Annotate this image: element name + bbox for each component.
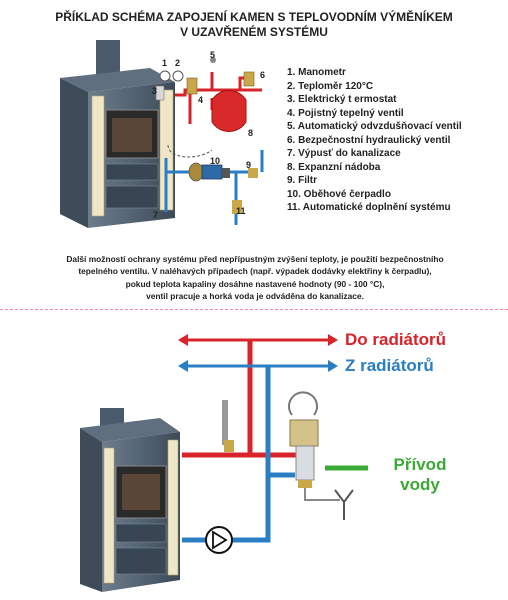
number-3: 3 (152, 86, 158, 96)
upper-components (155, 57, 258, 214)
drain-pipe (304, 488, 340, 501)
legend-item: 6. Bezpečnostní hydraulický ventil (287, 134, 451, 146)
legend-item: 4. Pojistný tepelný ventil (287, 107, 404, 119)
number-7: 7 (153, 210, 159, 220)
legend-item: 3. Elektrický t ermostat (287, 94, 397, 105)
legend-item: 10. Oběhové čerpadlo (287, 188, 391, 200)
lower-cold-pipes (182, 366, 295, 543)
label-from-radiators: Z radiátorů (345, 356, 434, 375)
safety-thermal-valve (222, 391, 319, 488)
number-8: 8 (248, 128, 254, 138)
cold-flow-arrow-line (178, 360, 338, 372)
drain-funnel-icon (334, 489, 354, 520)
number-2: 2 (175, 58, 181, 68)
diagram-title: PŘÍKLAD SCHÉMA ZAPOJENÍ KAMEN S TEPLOVOD… (0, 10, 508, 40)
number-6: 6 (260, 70, 266, 80)
label-to-radiators: Do radiátorů (345, 330, 447, 349)
hot-flow-arrow-line (178, 334, 338, 346)
component-legend: 1. Manometr 2. Teploměr 120°C 3. Elektri… (287, 66, 462, 215)
legend-item: 11. Automatické doplnění systému (287, 202, 451, 213)
legend-item: 2. Teploměr 120°C (287, 80, 374, 92)
lower-hot-pipes (182, 340, 300, 458)
label-water-supply: Přívod vody (393, 455, 447, 494)
title-line-2: V UZAVŘENÉM SYSTÉMU (180, 25, 328, 39)
description-text: Další možností ochrany systému před nepř… (66, 254, 444, 302)
stove-upper (60, 40, 175, 228)
number-4: 4 (198, 95, 204, 105)
number-5: 5 (210, 50, 216, 60)
lower-stove (80, 408, 180, 592)
number-11: 11 (236, 206, 246, 216)
number-10: 10 (210, 156, 221, 166)
upper-sensor-cable (167, 144, 213, 158)
legend-item: 5. Automatický odvzdušňovací ventil (287, 121, 462, 132)
circulation-pump-icon (205, 526, 233, 554)
legend-item: 9. Filtr (287, 175, 318, 186)
title-line-1: PŘÍKLAD SCHÉMA ZAPOJENÍ KAMEN S TEPLOVOD… (55, 10, 453, 24)
number-9: 9 (246, 160, 252, 170)
legend-item: 7. Výpusť do kanalizace (287, 148, 401, 159)
legend-item: 1. Manometr (287, 67, 346, 78)
number-1: 1 (162, 58, 168, 68)
section-divider (0, 309, 508, 310)
legend-item: 8. Expanzní nádoba (287, 161, 381, 173)
